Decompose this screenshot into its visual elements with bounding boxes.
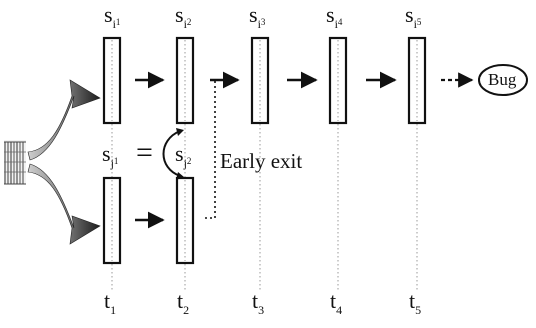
state-label-i4: si4 (326, 2, 343, 31)
time-label-2: t2 (177, 288, 190, 317)
state-label-j2: sj2 (175, 141, 192, 170)
state-label-i2: si2 (175, 2, 192, 31)
state-label-j1: sj1 (102, 141, 119, 170)
equality-symbol: = (136, 136, 153, 169)
early-exit-path (205, 79, 235, 219)
time-label-5: t5 (409, 288, 422, 317)
time-label-4: t4 (330, 288, 343, 317)
state-label-i5: si5 (405, 2, 422, 31)
early-exit-label: Early exit (220, 149, 303, 173)
input-source-lines (4, 140, 26, 185)
time-label-1: t1 (104, 288, 117, 317)
bug-label: Bug (488, 70, 517, 89)
state-label-i1: si1 (104, 2, 121, 31)
time-label-3: t3 (252, 288, 265, 317)
equivalence-connector (162, 130, 181, 177)
fan-out-arrows (27, 79, 101, 245)
state-label-i3: si3 (249, 2, 266, 31)
bug-node (478, 64, 528, 96)
